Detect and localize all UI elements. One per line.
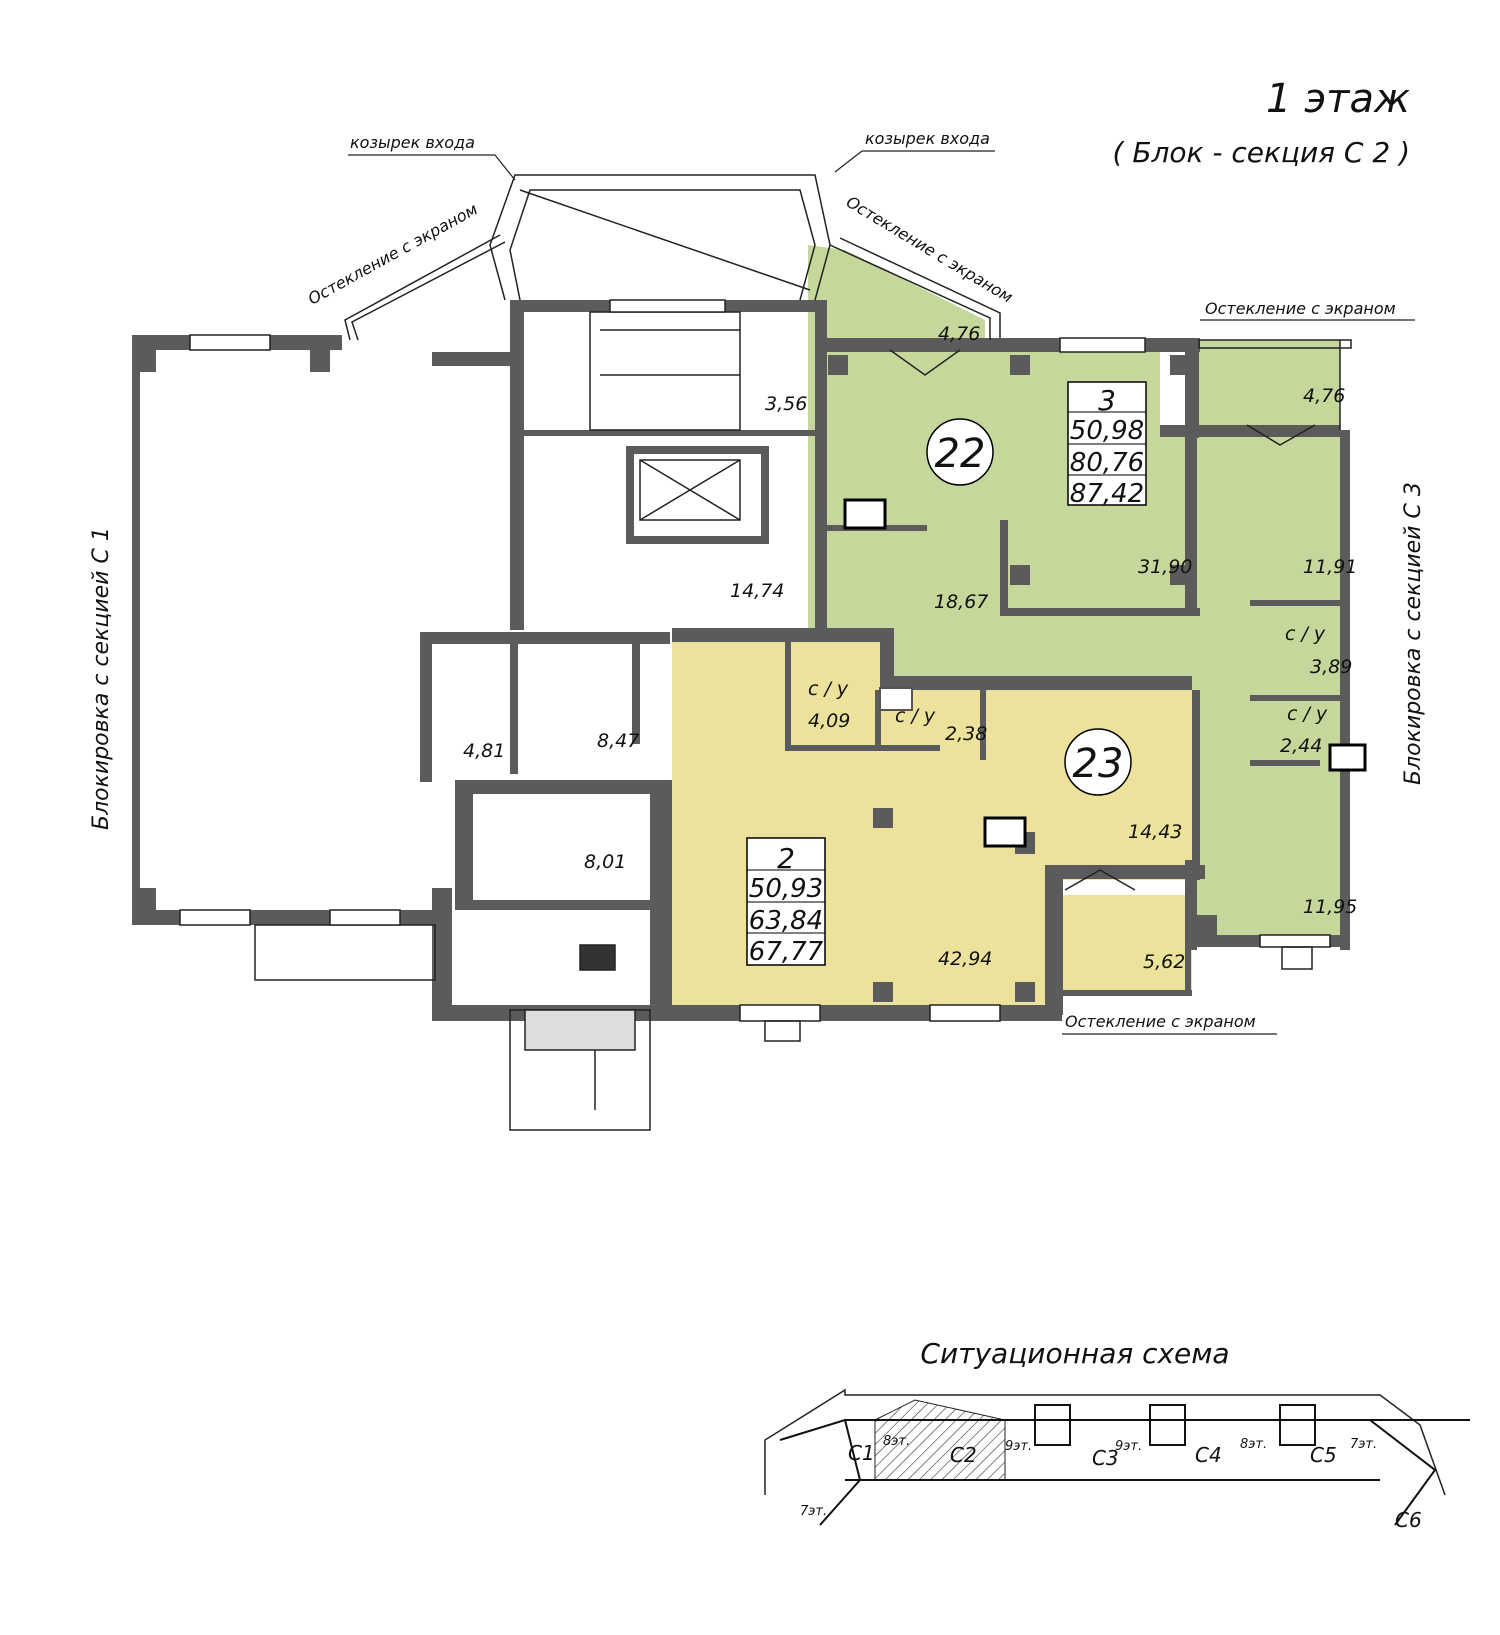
room-area: 4,76: [938, 323, 980, 345]
apartment-22[interactable]: [808, 245, 1340, 945]
room-area: 3,56: [765, 393, 807, 415]
room-areas: 3,56 14,74 4,81 8,47 8,01 4,76 4,76 31,9…: [463, 323, 1357, 973]
total-with-balcony: 87,42: [1070, 479, 1144, 509]
svg-text:9эт.: 9эт.: [1005, 1439, 1032, 1454]
svg-text:9эт.: 9эт.: [1115, 1439, 1142, 1454]
room-area: 4,76: [1303, 385, 1345, 407]
svg-text:С1: С1: [848, 1441, 875, 1465]
room-area: 4,81: [463, 740, 505, 762]
room-area: 11,91: [1303, 556, 1357, 578]
room-label: с / у: [1285, 623, 1326, 645]
apartment-23-badge[interactable]: 23: [1064, 728, 1132, 796]
situation-plan: Ситуационная схема С1 С2 С3 С4 С5 С6 8эт…: [764, 1337, 1470, 1532]
rooms-count: 2: [777, 842, 795, 875]
balcony-22-b: [1185, 340, 1340, 430]
rooms-count: 3: [1098, 384, 1116, 417]
room-area: 8,47: [597, 730, 639, 752]
room-area: 2,38: [945, 723, 987, 745]
balcony-23: [1062, 895, 1192, 990]
total-area: 80,76: [1070, 448, 1144, 478]
svg-text:С3: С3: [1092, 1446, 1119, 1470]
glazing-top-left-label: Остекление с экраном: [305, 199, 481, 308]
room-area: 31,90: [1138, 556, 1192, 578]
canopy-left-label: козырек входа: [350, 133, 475, 152]
room-area: 4,09: [808, 710, 850, 732]
total-area: 63,84: [749, 906, 823, 936]
total-with-balcony: 67,77: [749, 937, 824, 967]
svg-text:С5: С5: [1310, 1443, 1337, 1467]
svg-text:22: 22: [935, 431, 986, 477]
apartment-22-badge[interactable]: 22: [926, 418, 994, 486]
apartment-22-info: 3 50,98 80,76 87,42: [1067, 381, 1147, 509]
room-label: с / у: [895, 705, 936, 727]
glazing-bottom-label: Остекление с экраном: [1065, 1012, 1256, 1031]
block-c1-label: Блокировка с секцией С 1: [89, 527, 114, 830]
glazing-top-right-label: Остекление с экраном: [1205, 299, 1396, 318]
room-area: 5,62: [1143, 951, 1185, 973]
room-area: 2,44: [1280, 735, 1322, 757]
outlines: [179, 174, 1367, 1131]
svg-text:7эт.: 7эт.: [1350, 1437, 1377, 1452]
block-c3-label: Блокировка с секцией С 3: [1401, 482, 1426, 785]
svg-text:С2: С2: [950, 1443, 977, 1467]
floor-title: 1 этаж: [1266, 76, 1410, 122]
room-label: с / у: [1287, 703, 1328, 725]
room-area: 14,74: [730, 580, 784, 602]
balcony-22-a: [808, 245, 985, 350]
room-area: 11,95: [1303, 896, 1357, 918]
living-area: 50,93: [749, 874, 823, 904]
svg-text:С4: С4: [1195, 1443, 1222, 1467]
room-label: с / у: [808, 678, 849, 700]
living-area: 50,98: [1070, 416, 1144, 446]
apartment-22-floor: [808, 350, 1340, 945]
room-area: 8,01: [584, 851, 626, 873]
svg-text:23: 23: [1073, 741, 1124, 787]
room-area: 3,89: [1310, 656, 1352, 678]
canopy-right-label: козырек входа: [865, 129, 990, 148]
svg-text:8эт.: 8эт.: [883, 1434, 910, 1449]
svg-text:8эт.: 8эт.: [1240, 1437, 1267, 1452]
svg-text:7эт.: 7эт.: [800, 1504, 827, 1519]
apartment-23-info: 2 50,93 63,84 67,77: [746, 837, 826, 967]
room-area: 42,94: [938, 948, 992, 970]
section-subtitle: ( Блок - секция С 2 ): [1113, 136, 1411, 169]
room-area: 18,67: [934, 591, 988, 613]
svg-text:С6: С6: [1395, 1508, 1422, 1532]
room-area: 14,43: [1128, 821, 1182, 843]
situation-plan-title: Ситуационная схема: [920, 1337, 1229, 1370]
